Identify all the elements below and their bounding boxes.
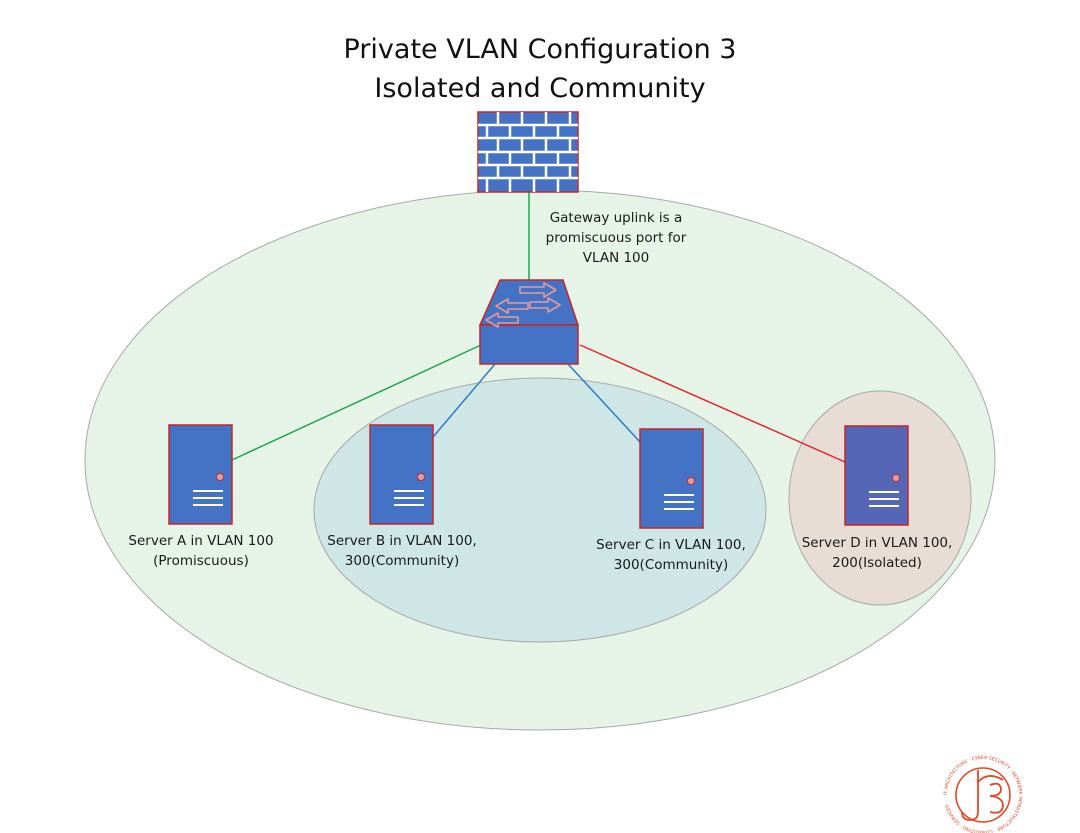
gateway-note: Gateway uplink is a promiscuous port for… (546, 210, 687, 266)
server-d-icon[interactable] (844, 425, 909, 526)
firewall-icon[interactable] (477, 111, 579, 193)
server-b-label: Server B in VLAN 100, 300(Community) (327, 533, 476, 569)
server-a-label-line-2: (Promiscuous) (153, 553, 249, 569)
link-server-a (231, 344, 482, 461)
gateway-note-line-1: Gateway uplink is a (550, 210, 683, 226)
network-switch-icon[interactable] (478, 279, 580, 365)
diagram-title-line-1: Private VLAN Configuration 3 (344, 34, 737, 65)
server-c-label-line-2: 300(Community) (614, 557, 728, 573)
jcb-logo: IT ARCHITECTURE · CYBER SECURITY · NETWO… (943, 755, 1023, 833)
server-a-label-line-1: Server A in VLAN 100 (128, 533, 273, 549)
server-c-label-line-1: Server C in VLAN 100, (596, 537, 746, 553)
server-a-icon[interactable] (168, 424, 233, 525)
server-d-label: Server D in VLAN 100, 200(Isolated) (802, 535, 953, 571)
server-c-label: Server C in VLAN 100, 300(Community) (596, 537, 746, 573)
gateway-note-line-3: VLAN 100 (583, 250, 649, 266)
server-d-label-line-1: Server D in VLAN 100, (802, 535, 953, 551)
server-c-icon[interactable] (639, 428, 704, 529)
link-server-c (567, 363, 641, 443)
server-b-label-line-1: Server B in VLAN 100, (327, 533, 476, 549)
server-d-label-line-2: 200(Isolated) (832, 555, 922, 571)
server-b-icon[interactable] (369, 424, 434, 525)
link-server-d (579, 344, 846, 463)
server-b-label-line-2: 300(Community) (345, 553, 459, 569)
diagram-title-line-2: Isolated and Community (374, 73, 705, 104)
gateway-note-line-2: promiscuous port for (546, 230, 687, 246)
link-server-b (432, 363, 496, 438)
server-a-label: Server A in VLAN 100 (Promiscuous) (128, 533, 273, 569)
switch-arrows-icon (485, 282, 561, 328)
